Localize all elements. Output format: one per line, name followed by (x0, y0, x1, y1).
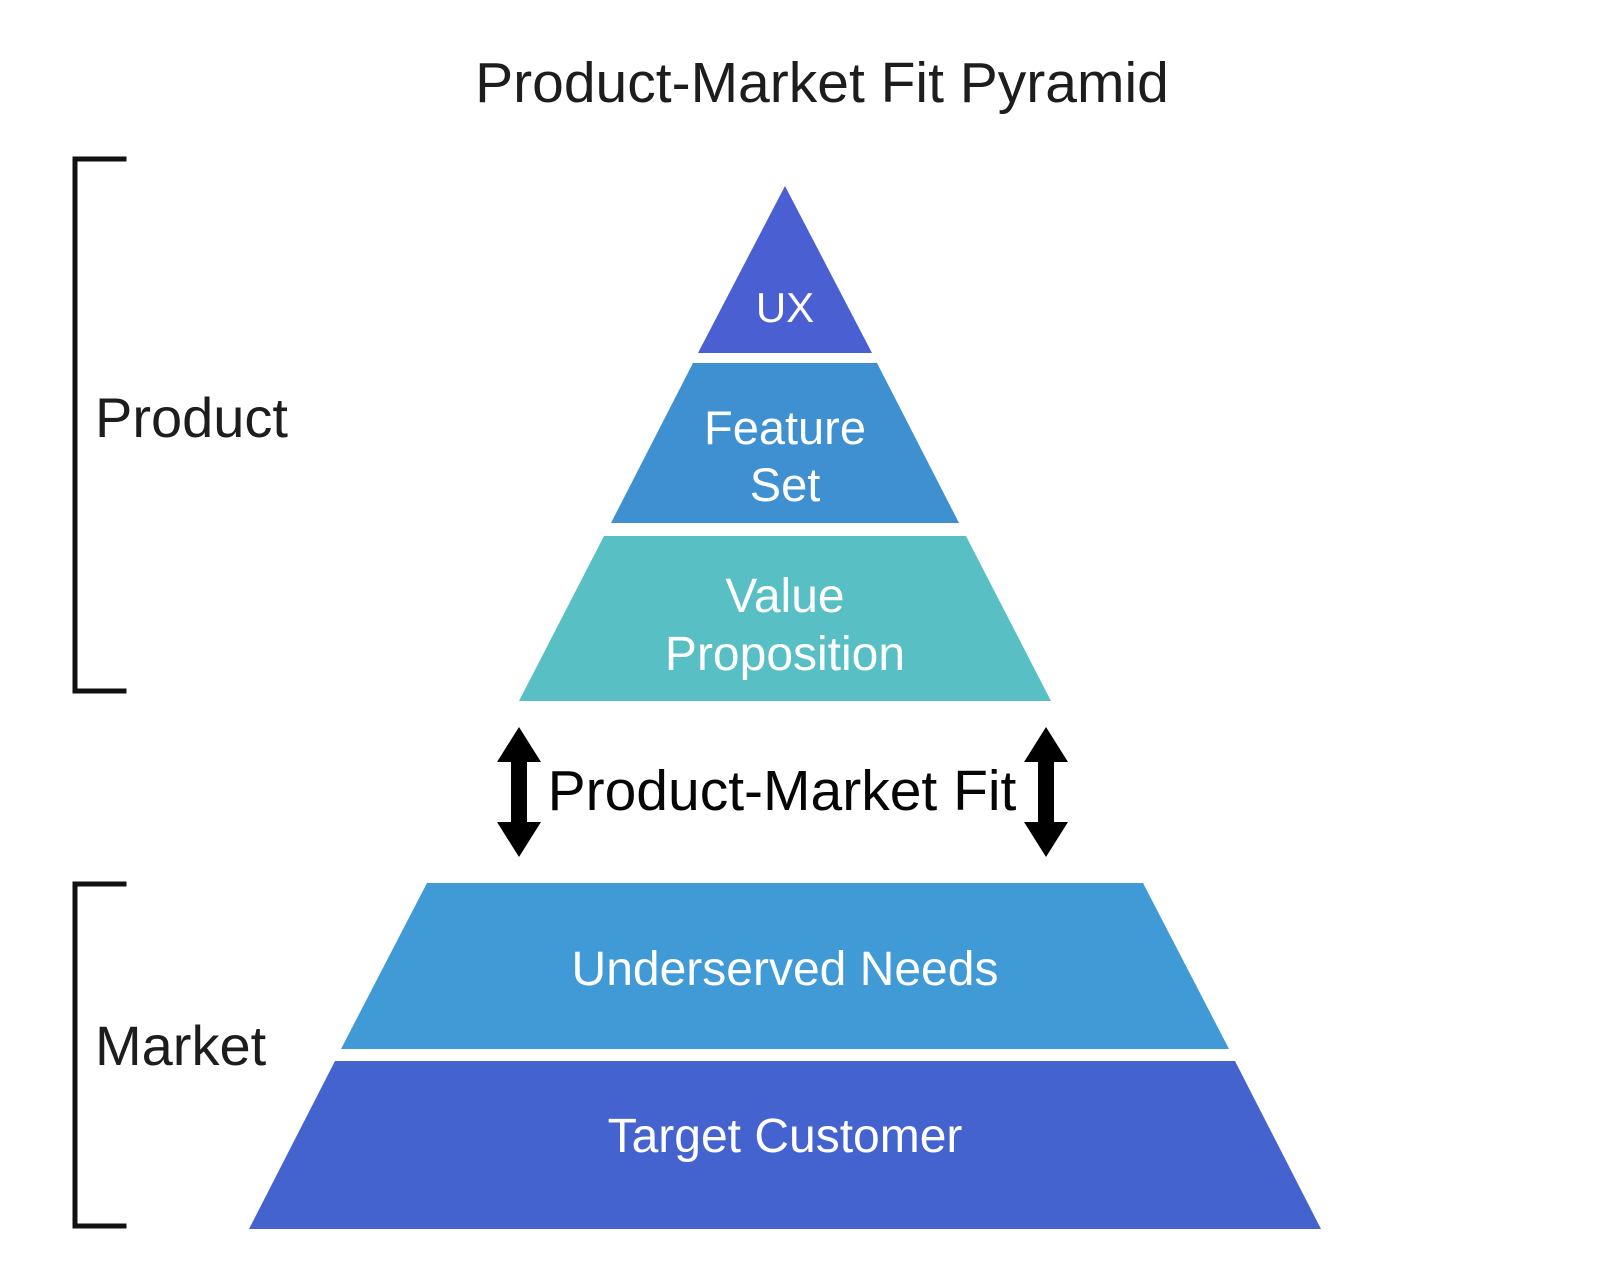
layer-target-customer-label: Target Customer (608, 1110, 963, 1163)
fit-label: Product-Market Fit (548, 759, 1017, 823)
product-bracket-label: Product (95, 386, 288, 449)
product-bracket (72, 156, 127, 694)
layer-value-proposition-label-line1: Value (725, 570, 844, 623)
layer-ux-label: UX (756, 284, 814, 331)
layer-target-customer (249, 1061, 1321, 1229)
fit-double-arrow-right-icon (1024, 727, 1068, 857)
layer-feature-set (611, 363, 959, 523)
layer-feature-set-label-line2: Set (750, 458, 821, 511)
market-bracket-label: Market (95, 1014, 267, 1077)
fit-double-arrow-left-icon (497, 727, 541, 857)
layer-ux (698, 186, 872, 353)
layer-underserved-needs (341, 883, 1229, 1049)
layer-underserved-needs-label: Underserved Needs (572, 943, 999, 996)
layer-value-proposition (519, 536, 1051, 701)
layer-value-proposition-label-line2: Proposition (665, 628, 905, 681)
market-bracket (72, 881, 127, 1229)
layer-feature-set-label-line1: Feature (704, 401, 866, 454)
diagram-title: Product-Market Fit Pyramid (475, 51, 1169, 115)
